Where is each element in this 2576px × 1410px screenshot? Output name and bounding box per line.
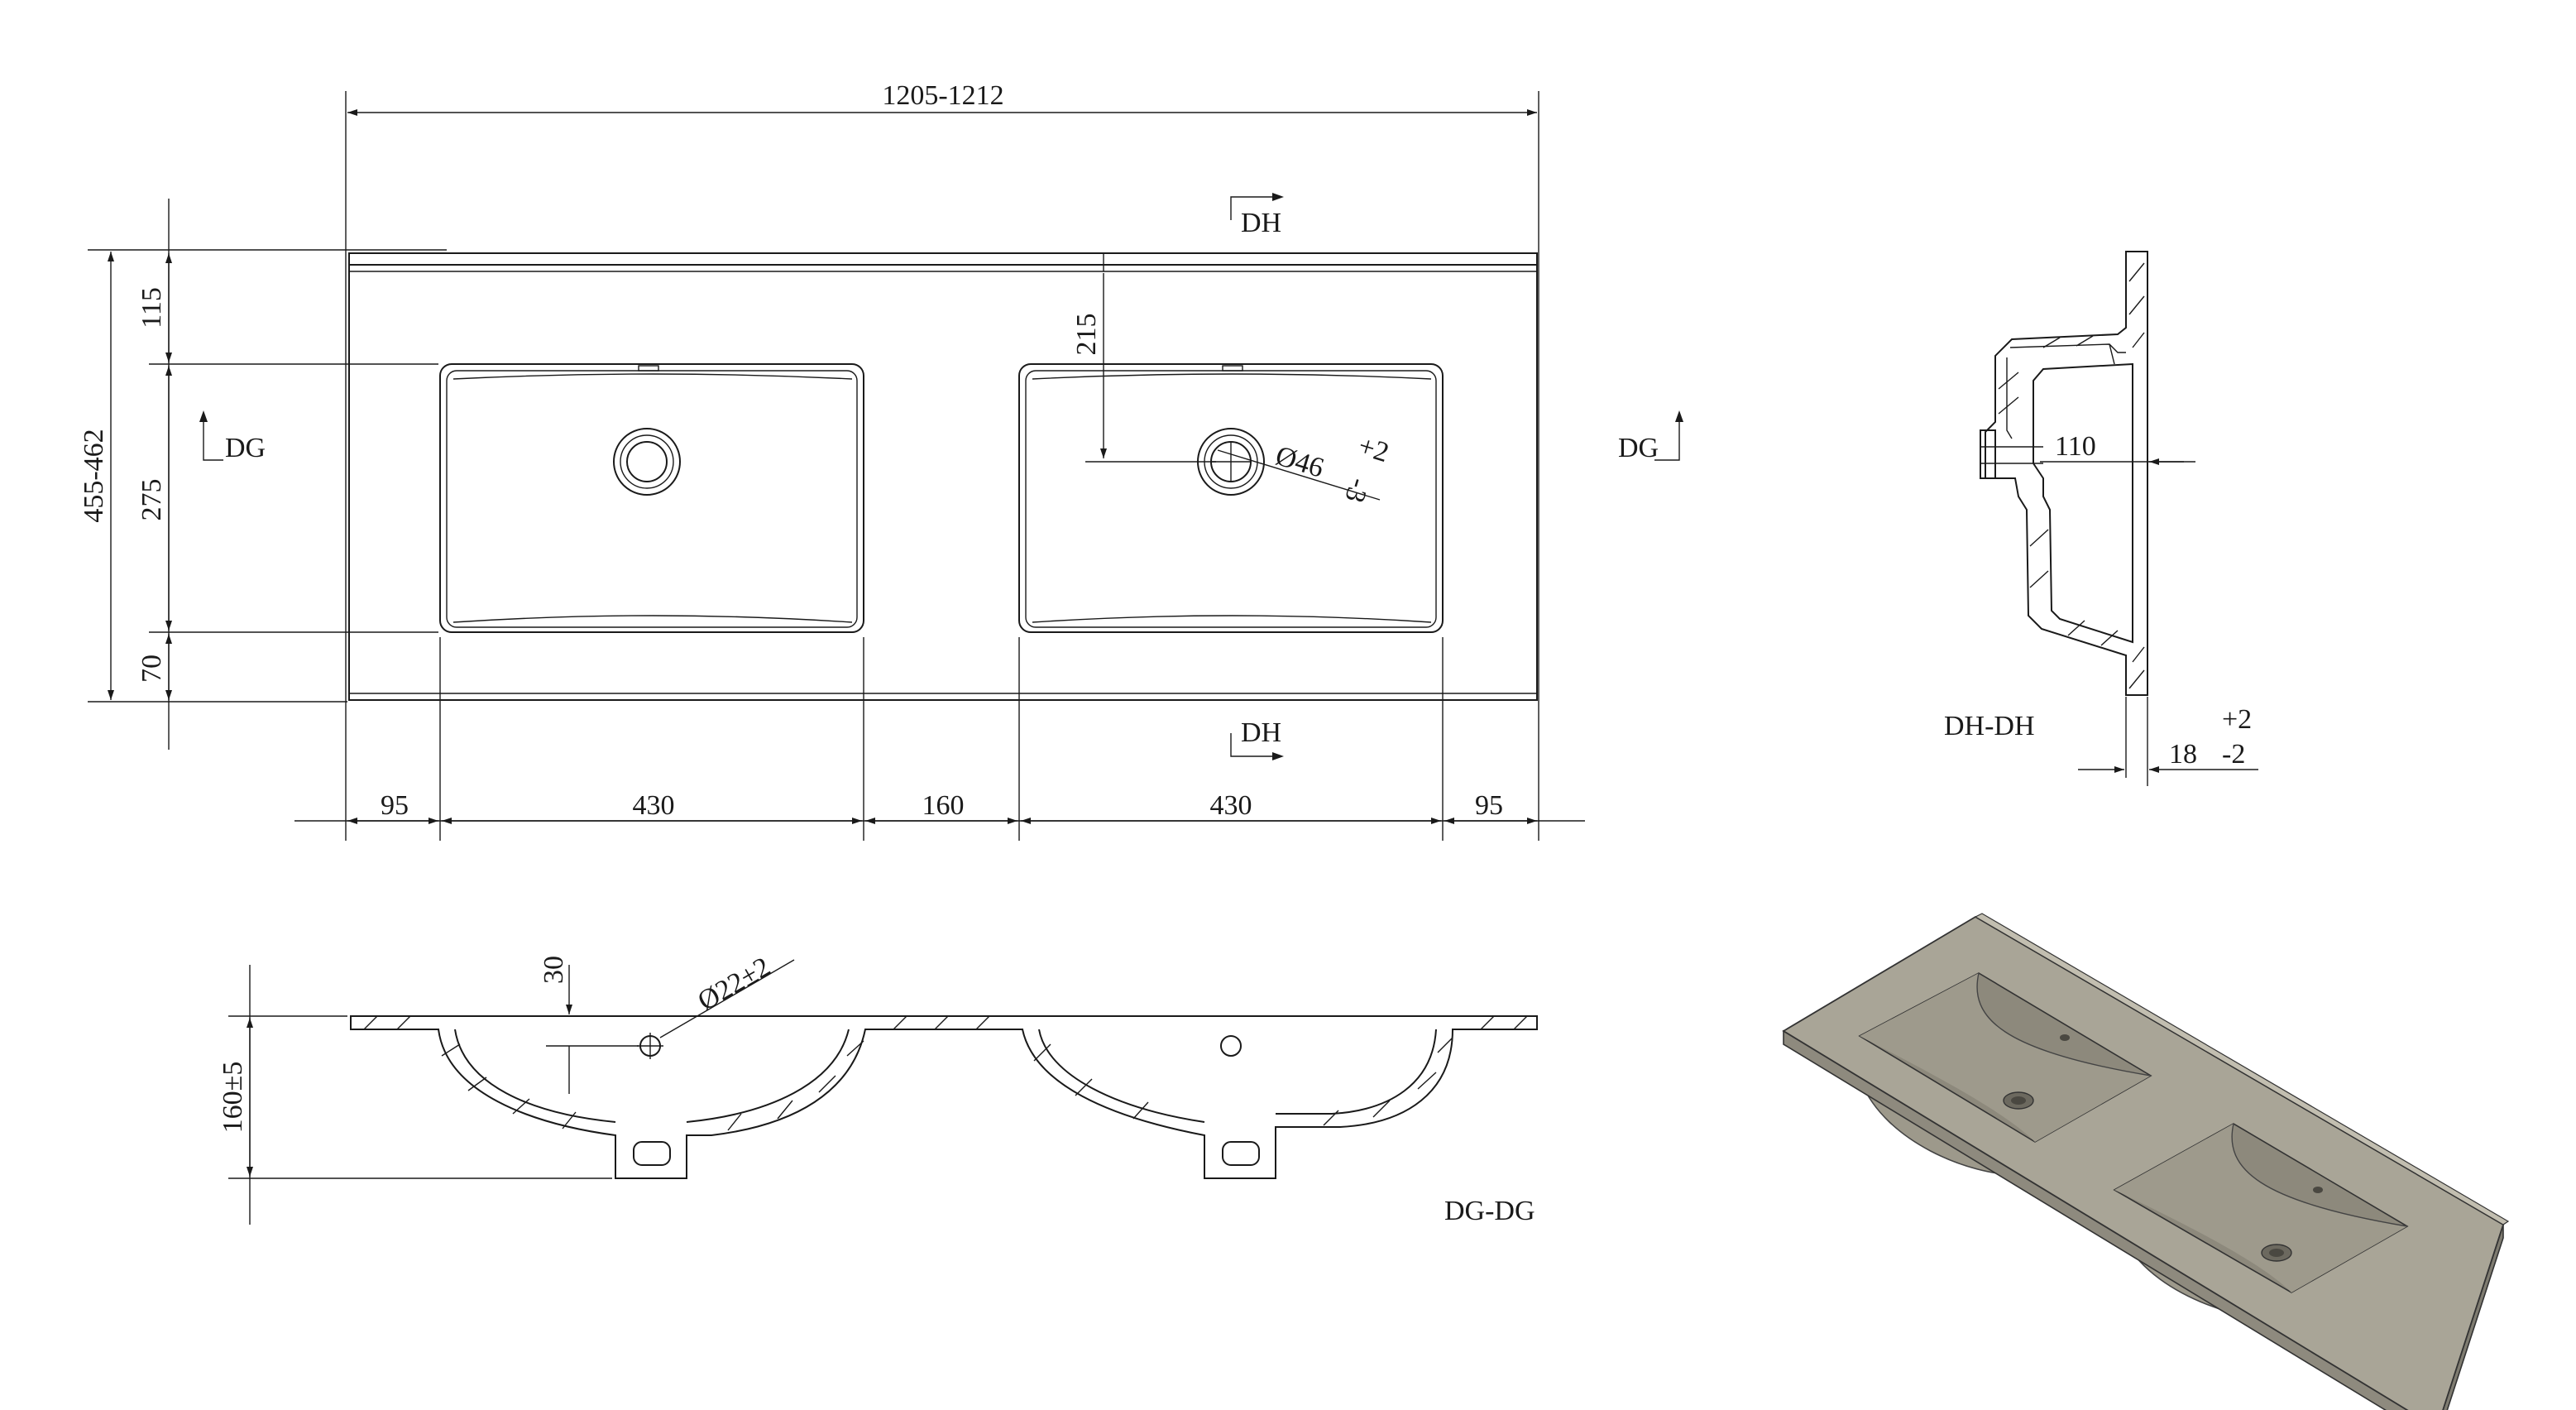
drain-diameter-label: Ø46	[1272, 440, 1328, 484]
right-basin	[1018, 363, 1444, 633]
top-view: 1205-1212 455-462 115 275 70 215 Ø46 +2 …	[79, 80, 1683, 841]
dh-thickness-tol-lower: -2	[2222, 739, 2245, 770]
svg-text:DH: DH	[1241, 208, 1281, 238]
section-dg-label: DG-DG	[1444, 1196, 1535, 1226]
width-segment-5: 95	[1475, 790, 1503, 821]
svg-text:DG: DG	[1618, 433, 1659, 463]
dg-height-label: 160±5	[218, 1062, 248, 1134]
front-margin-label: 70	[136, 655, 167, 683]
width-segment-4: 430	[1210, 790, 1252, 821]
section-dh-label: DH-DH	[1944, 711, 2035, 741]
basin-depth-label: 275	[136, 479, 167, 521]
overall-depth-label: 455-462	[79, 429, 109, 522]
dg-tap-offset-label: 30	[539, 956, 569, 984]
iso-view	[1782, 913, 2510, 1410]
dh-hatching	[1998, 262, 2145, 689]
section-dh-view: 110 18 +2 -2 DH-DH	[1944, 251, 2258, 786]
left-drain	[613, 428, 681, 496]
drain-tol-upper: +2	[1355, 430, 1392, 468]
countertop-outline	[348, 252, 1538, 701]
svg-text:DG: DG	[225, 433, 266, 463]
drain-tol-lower: -3	[1338, 475, 1375, 506]
tap-hole-right	[1220, 1035, 1242, 1057]
width-segment-2: 430	[633, 790, 675, 821]
dh-thickness-tol-upper: +2	[2222, 704, 2252, 735]
section-dg-view: 160±5 30 Ø22±2 DG-DG	[218, 952, 1538, 1226]
back-margin-label: 115	[136, 287, 167, 329]
drain-offset-label: 215	[1071, 314, 1102, 356]
overall-width-label: 1205-1212	[882, 80, 1003, 111]
section-marker-dg-left: DG	[199, 410, 266, 463]
width-segment-3: 160	[922, 790, 965, 821]
dh-thickness-label: 18	[2169, 739, 2197, 770]
section-marker-dg-right: DG	[1618, 410, 1683, 463]
dh-depth-label: 110	[2055, 431, 2096, 462]
section-marker-dh-bottom: DH	[1230, 717, 1284, 760]
section-marker-dh-top: DH	[1230, 193, 1284, 238]
dg-tap-diameter-label: Ø22±2	[693, 952, 776, 1017]
left-basin	[439, 363, 864, 633]
dg-hatching	[363, 1015, 1528, 1131]
width-segment-1: 95	[381, 790, 409, 821]
iso-slab-top	[1782, 915, 2505, 1410]
svg-text:DH: DH	[1241, 717, 1281, 748]
